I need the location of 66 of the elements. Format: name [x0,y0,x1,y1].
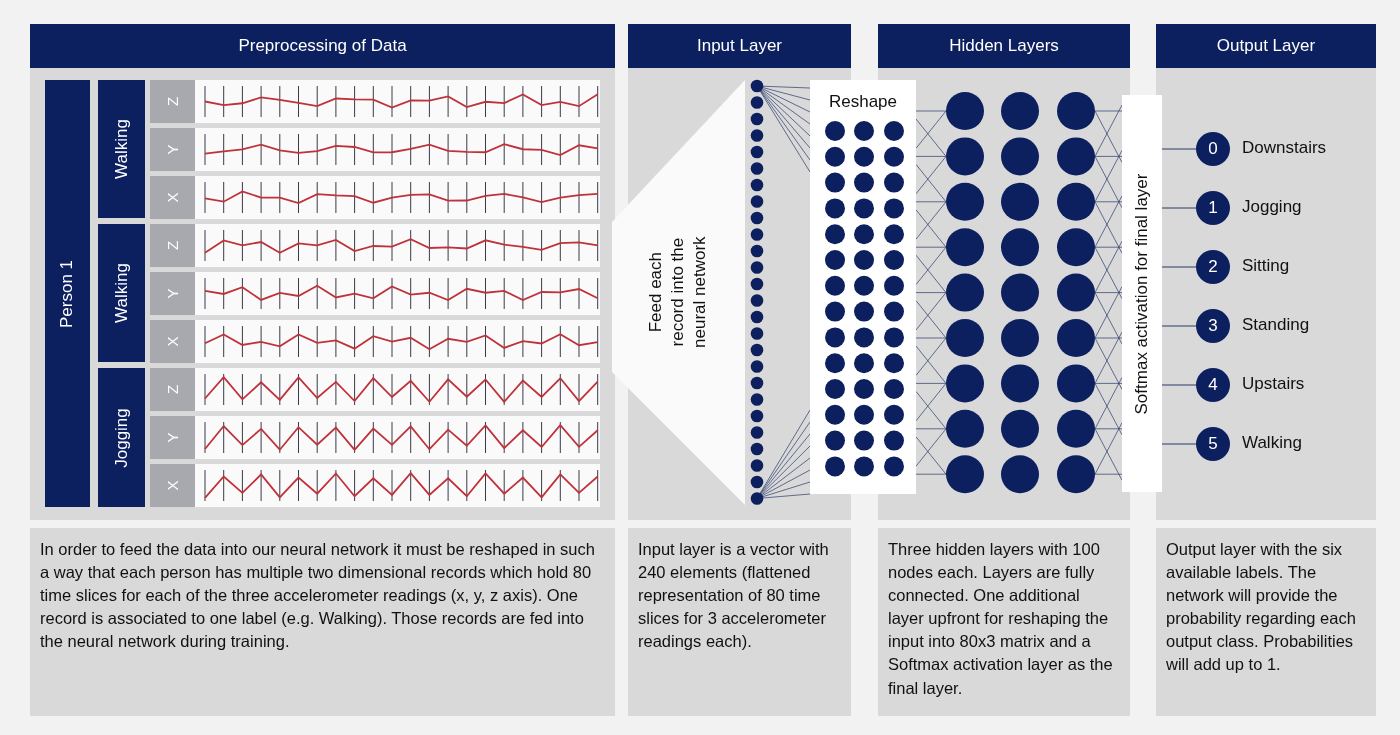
axis-label: Y [164,432,181,443]
description-text: Three hidden layers with 100 nodes each. Layers are fully connected. One additional layer upfront for reshaping the input into 80x3 matrix and a Softmax activation layer as the final layer. [888,539,1114,699]
description-panel [878,528,1130,716]
axis-label: Z [164,96,181,107]
column-header [628,24,851,68]
connector-line [1161,207,1197,209]
feed-text: Feed each record into the neural network [645,235,711,351]
connector-line [1161,325,1197,327]
column-header [1156,24,1376,68]
axis-tag [150,272,195,315]
axis-label: X [164,336,181,347]
activity-box [98,80,145,218]
class-label: Upstairs [1242,374,1305,394]
activity-label: Jogging [111,407,132,468]
description-text: In order to feed the data into our neural network it must be reshaped in such a way that each person has multiple two dimensional records which hold 80 time slices for each of the three accelerometer readings (x, y, z axis). One record is associated to one label (e.g. Walking). Those records are fed into the neural network during training. [40,539,596,653]
description-text: Input layer is a vector with 240 elements (flattened representation of 80 time slices for 3 accelerometer readings each). [638,539,830,653]
connector-line [1161,384,1197,386]
axis-label: Z [164,240,181,251]
axis-tag [150,464,195,507]
class-index: 4 [1208,375,1218,395]
feed-arrow [612,80,745,505]
class-label: Sitting [1242,256,1290,276]
class-label: Downstairs [1242,138,1327,158]
activity-label: Walking [111,119,132,179]
header-text: Input Layer [696,36,783,56]
activity-box [98,368,145,507]
axis-label: Z [164,384,181,395]
class-label: Walking [1242,433,1302,453]
class-label: Standing [1242,315,1310,335]
connector-line [1161,443,1197,445]
description-text: Output layer with the six available labels. The network will provide the probability regarding each output class. Probabilities will add up to 1. [1166,539,1357,676]
column-header [878,24,1130,68]
axis-label: X [164,192,181,203]
person-label: Person 1 [57,259,78,328]
axis-label: X [164,480,181,491]
connector-line [1161,148,1197,150]
description-panel [628,528,851,716]
axis-tag [150,128,195,171]
description-panel [30,528,615,716]
description-panel [1156,528,1376,716]
axis-label: Y [164,288,181,299]
reshape-box [810,80,916,494]
header-text: Preprocessing of Data [238,36,407,56]
header-text: Output Layer [1216,36,1316,56]
axis-tag [150,368,195,411]
header-text: Hidden Layers [949,36,1059,56]
axis-tag [150,224,195,267]
person-box [45,80,90,507]
axis-tag [150,320,195,363]
activity-label: Walking [111,263,132,323]
reshape-label: Reshape [828,92,898,112]
softmax-box [1122,95,1162,492]
class-index: 0 [1208,139,1218,159]
class-label: Jogging [1242,197,1302,217]
axis-tag [150,80,195,123]
axis-tag [150,416,195,459]
axis-tag [150,176,195,219]
column-header [30,24,615,68]
activity-box [98,224,145,362]
softmax-label: Softmax activation for final layer [1132,173,1152,414]
class-index: 2 [1208,257,1218,277]
axis-label: Y [164,144,181,155]
class-index: 5 [1208,434,1218,454]
class-index: 3 [1208,316,1218,336]
class-index: 1 [1208,198,1218,218]
connector-line [1161,266,1197,268]
